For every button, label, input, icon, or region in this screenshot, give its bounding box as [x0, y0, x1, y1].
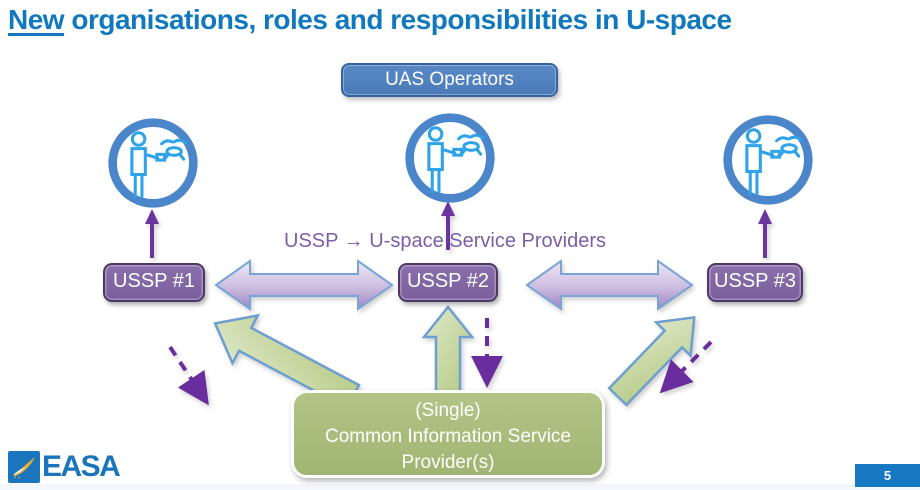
operator-with-drone-icon — [723, 115, 813, 205]
bottom-strip — [0, 484, 920, 490]
dashed-arrow-ussp3-to-cis — [659, 340, 713, 394]
ussp-1-box: USSP #1 — [103, 263, 205, 302]
up-arrow-ussp2-to-operator — [441, 201, 455, 250]
double-arrow-ussp1-ussp2 — [214, 259, 394, 311]
cis-line-single: (Single) — [415, 400, 481, 421]
operator-with-drone-icon — [108, 118, 198, 208]
up-arrow-ussp1-to-operator — [145, 209, 159, 258]
double-arrow-ussp2-ussp3 — [525, 259, 694, 311]
green-arrow-cis-to-ussp3 — [607, 315, 696, 407]
cis-line-name: Common Information Service — [324, 426, 572, 447]
up-arrow-ussp3-to-operator — [758, 209, 772, 258]
cis-line-provider: Provider(s) — [401, 452, 495, 473]
green-arrow-cis-to-ussp2 — [421, 304, 475, 394]
cis-provider-box: (Single) Common Information Service Prov… — [291, 390, 605, 478]
uas-operators-box: UAS Operators — [341, 63, 558, 97]
title-highlight: New — [8, 4, 65, 35]
ussp-2-box: USSP #2 — [398, 263, 498, 302]
ussp-caption: USSP → U-space Service Providers — [284, 230, 606, 252]
page-title: New organisations, roles and responsibil… — [8, 4, 913, 36]
operator-with-drone-icon — [405, 113, 495, 203]
title-rest: organisations, roles and responsibilitie… — [64, 4, 732, 35]
page-number-badge: 5 — [855, 464, 920, 487]
ussp-3-box: USSP #3 — [707, 263, 803, 302]
easa-bird-icon — [8, 451, 40, 483]
easa-logo: EASA — [8, 450, 121, 484]
dashed-arrow-ussp1-to-cis — [168, 345, 209, 406]
easa-logo-text: EASA — [42, 450, 121, 483]
